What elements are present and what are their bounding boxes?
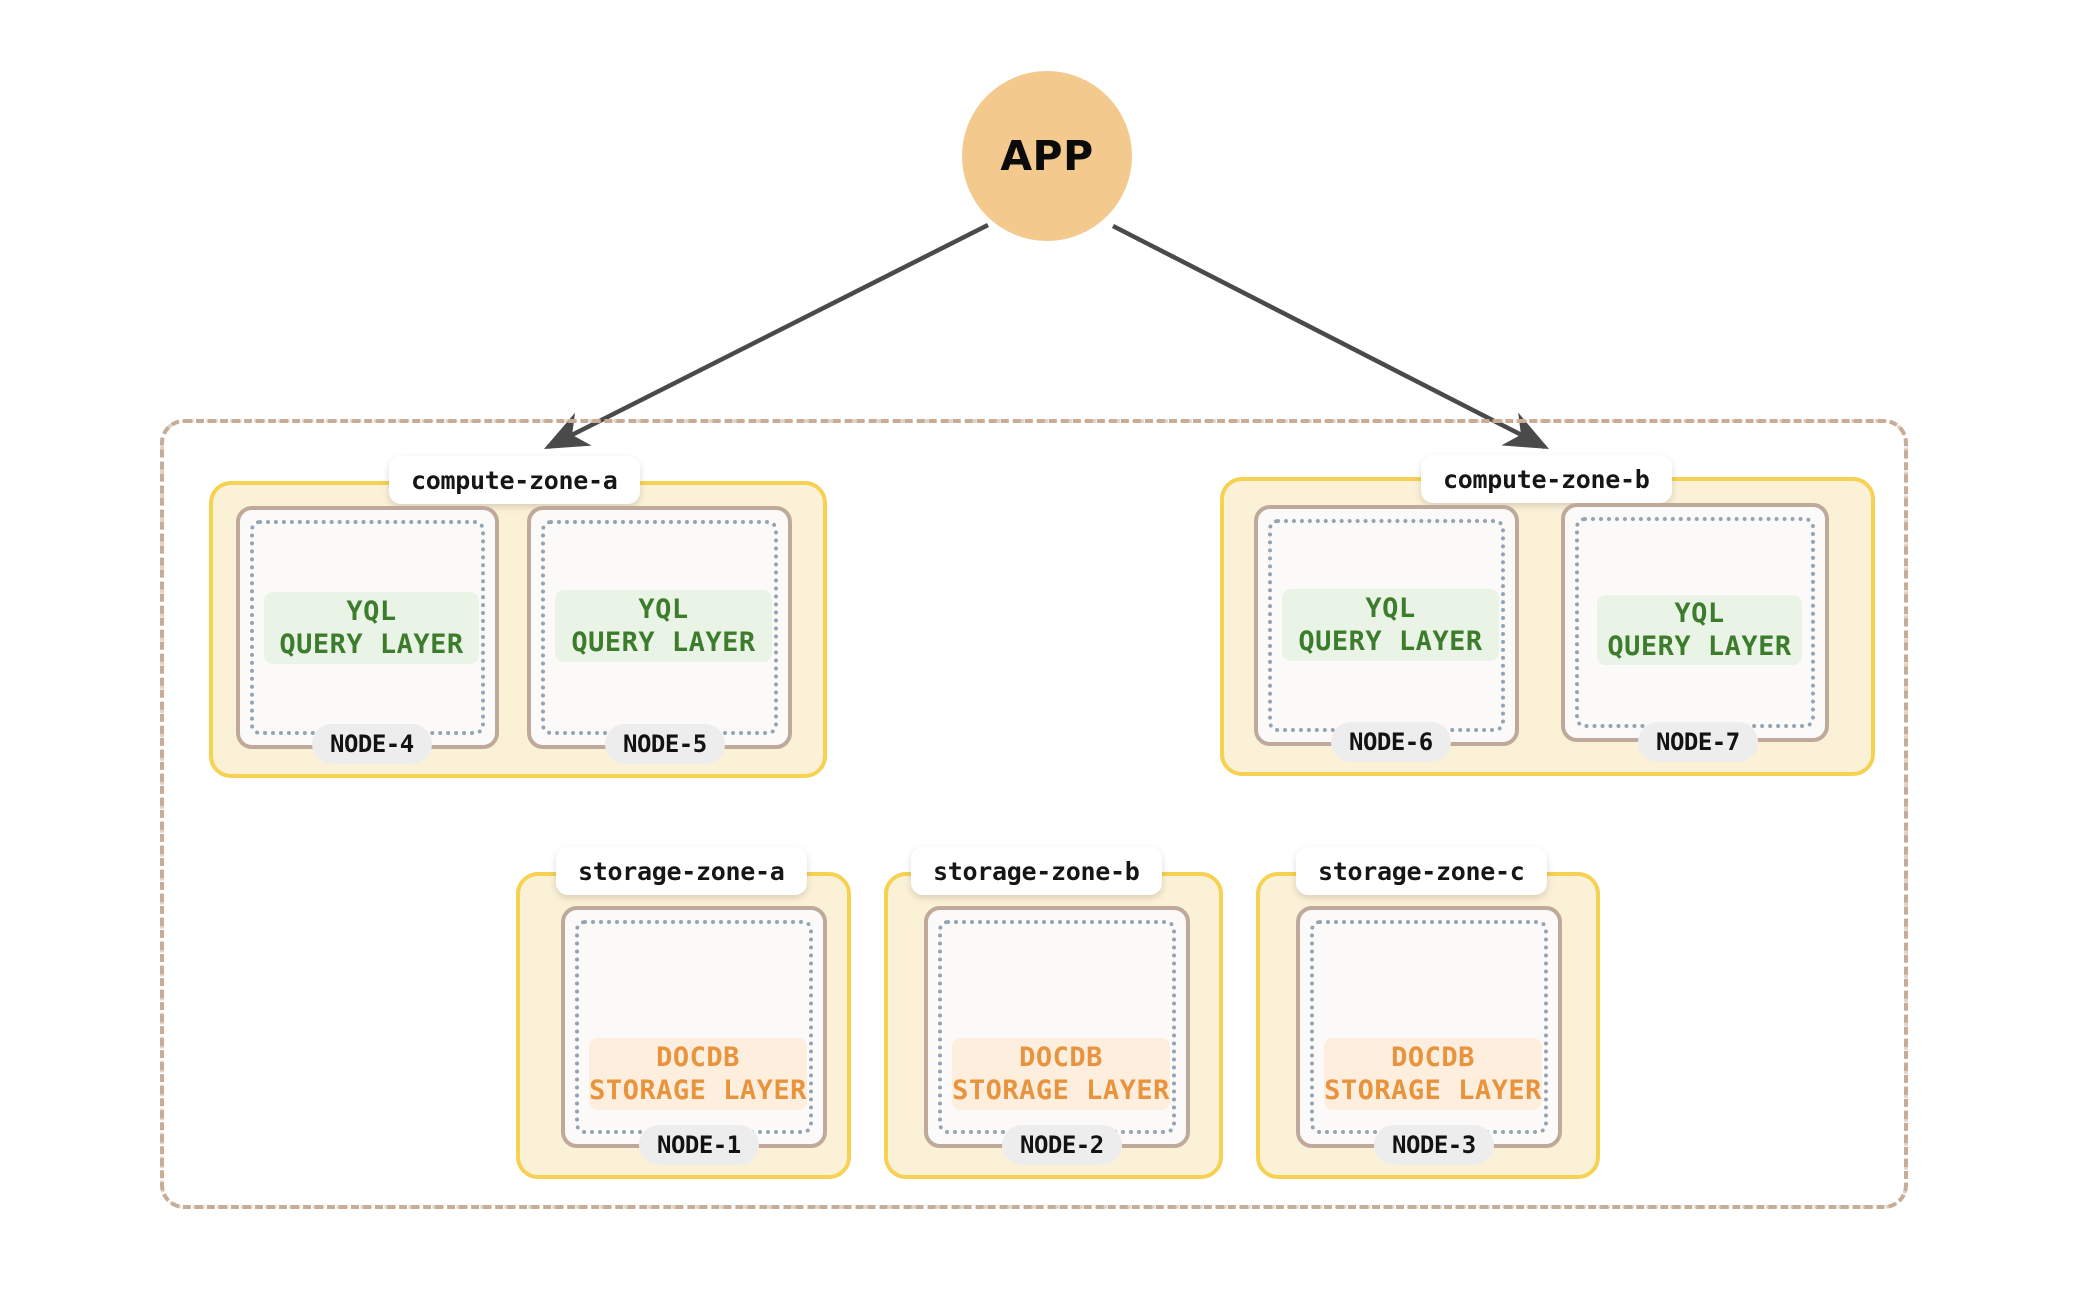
app-client-node[interactable]: APP (962, 71, 1132, 241)
zone-caption-text: storage-zone-a (578, 856, 785, 886)
zone-caption-text: compute-zone-b (1443, 464, 1650, 494)
node-badge-text: NODE-7 (1656, 728, 1740, 756)
zone-caption-text: storage-zone-b (933, 856, 1140, 886)
node-badge-text: NODE-3 (1392, 1131, 1476, 1159)
node-badge-NODE-5: NODE-5 (605, 724, 725, 764)
node-badge-text: NODE-4 (330, 730, 414, 758)
layer-band-docdb: DOCDB STORAGE LAYER (589, 1038, 807, 1110)
layer-band-yql: YQL QUERY LAYER (1282, 589, 1499, 661)
node-badge-NODE-4: NODE-4 (312, 724, 432, 764)
node-badge-NODE-1: NODE-1 (639, 1125, 759, 1165)
layer-line-2: STORAGE LAYER (589, 1075, 807, 1106)
node-badge-text: NODE-1 (657, 1131, 741, 1159)
node-NODE-2[interactable]: DOCDB STORAGE LAYER (924, 906, 1190, 1148)
node-NODE-4[interactable]: YQL QUERY LAYER (236, 506, 499, 749)
layer-line-2: QUERY LAYER (279, 629, 464, 660)
zone-caption-text: storage-zone-c (1318, 856, 1525, 886)
zone-caption-storage-zone-a: storage-zone-a (556, 847, 807, 895)
node-badge-NODE-7: NODE-7 (1638, 722, 1758, 762)
layer-line-1: YQL (1674, 597, 1725, 629)
node-NODE-1[interactable]: DOCDB STORAGE LAYER (561, 906, 827, 1148)
cluster-region-boundary (160, 419, 1908, 1209)
layer-line-2: QUERY LAYER (1607, 631, 1792, 662)
layer-band-docdb: DOCDB STORAGE LAYER (1324, 1038, 1542, 1110)
layer-line-1: YQL (638, 593, 689, 625)
app-client-label: APP (1000, 132, 1094, 180)
node-badge-NODE-2: NODE-2 (1002, 1125, 1122, 1165)
zone-caption-text: compute-zone-a (411, 465, 618, 495)
zone-caption-compute-zone-b: compute-zone-b (1421, 455, 1672, 503)
node-NODE-7[interactable]: YQL QUERY LAYER (1561, 503, 1829, 742)
layer-line-1: DOCDB (1391, 1041, 1475, 1073)
layer-band-yql: YQL QUERY LAYER (264, 592, 479, 664)
node-badge-text: NODE-6 (1349, 728, 1433, 756)
node-badge-text: NODE-5 (623, 730, 707, 758)
layer-band-yql: YQL QUERY LAYER (555, 590, 772, 662)
zone-caption-compute-zone-a: compute-zone-a (389, 456, 640, 504)
layer-line-2: STORAGE LAYER (1324, 1075, 1542, 1106)
arrow-app-to-compute-zone-a (543, 222, 990, 450)
layer-line-1: YQL (1365, 592, 1416, 624)
node-NODE-3[interactable]: DOCDB STORAGE LAYER (1296, 906, 1562, 1148)
layer-line-1: YQL (346, 595, 397, 627)
layer-band-docdb: DOCDB STORAGE LAYER (952, 1038, 1170, 1110)
node-NODE-6[interactable]: YQL QUERY LAYER (1254, 505, 1519, 746)
layer-band-yql: YQL QUERY LAYER (1597, 595, 1802, 665)
node-badge-NODE-6: NODE-6 (1331, 722, 1451, 762)
node-NODE-5[interactable]: YQL QUERY LAYER (527, 506, 792, 749)
zone-caption-storage-zone-c: storage-zone-c (1296, 847, 1547, 895)
arrow-app-to-compute-zone-b (1111, 223, 1550, 450)
zone-caption-storage-zone-b: storage-zone-b (911, 847, 1162, 895)
node-badge-text: NODE-2 (1020, 1131, 1104, 1159)
node-badge-NODE-3: NODE-3 (1374, 1125, 1494, 1165)
layer-line-2: QUERY LAYER (1298, 626, 1483, 657)
layer-line-1: DOCDB (1019, 1041, 1103, 1073)
layer-line-2: STORAGE LAYER (952, 1075, 1170, 1106)
layer-line-2: QUERY LAYER (571, 627, 756, 658)
layer-line-1: DOCDB (656, 1041, 740, 1073)
